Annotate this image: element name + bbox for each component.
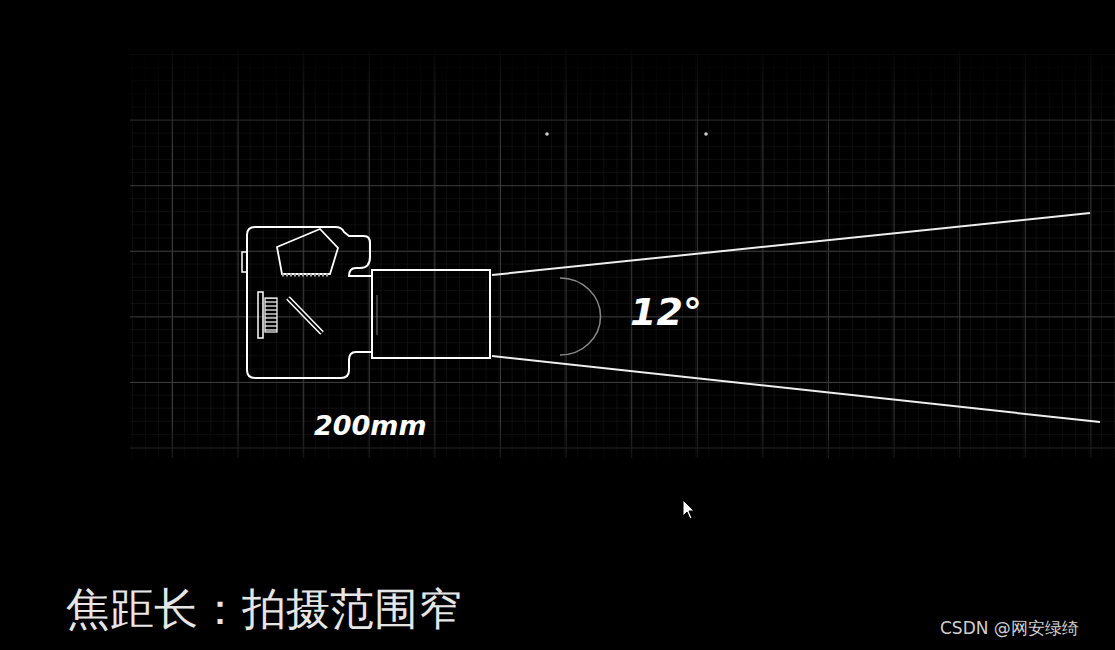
field-of-view (492, 213, 1100, 422)
grid (130, 50, 1115, 458)
mouse-cursor (683, 500, 694, 519)
focal-length-label: 200mm (314, 410, 427, 442)
watermark: CSDN @网安绿绮 (940, 618, 1079, 638)
caption-text: 焦距长：拍摄范围窄 (66, 583, 462, 636)
angle-label: 12° (630, 290, 702, 336)
camera (242, 227, 490, 378)
